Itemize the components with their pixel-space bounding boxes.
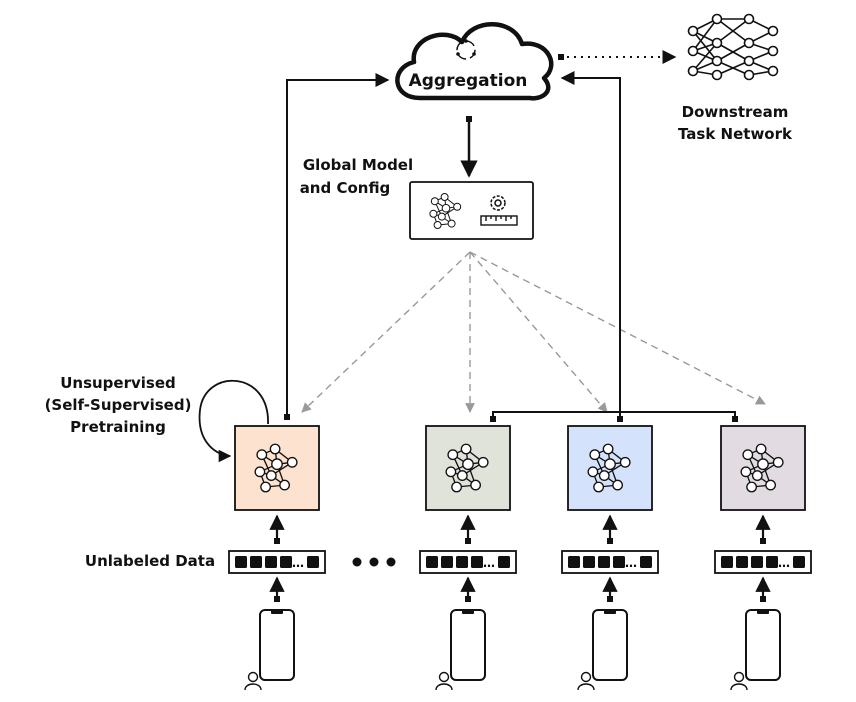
user-icon <box>435 671 453 691</box>
client-3: … <box>561 425 659 691</box>
unlabeled-data-strip: … <box>228 550 326 574</box>
model-distribution-arrows <box>301 251 766 413</box>
gear-icon <box>490 195 506 211</box>
client-1: … <box>228 425 326 691</box>
clients-group: … … … … <box>228 425 812 691</box>
arrow-tail-square <box>465 538 471 544</box>
arrow-tail-square <box>732 416 738 422</box>
refresh-cycle-icon <box>456 39 476 60</box>
arrow-tail-square <box>274 538 280 544</box>
cloud-icon <box>395 22 554 101</box>
global-model-box <box>409 181 534 240</box>
data-strip-ellipsis: … <box>625 556 637 570</box>
client-4: … <box>714 425 812 691</box>
phone-icon <box>259 608 295 681</box>
user-icon <box>730 671 748 691</box>
downstream-network-icon <box>687 13 779 81</box>
data-strip-ellipsis: … <box>292 556 304 570</box>
client-upload-arrow-right <box>560 71 621 422</box>
aggregation-label: Aggregation <box>409 71 528 91</box>
global-model-label-line2: and Config <box>300 179 391 197</box>
ruler-icon <box>480 215 518 226</box>
more-clients-ellipsis <box>352 557 396 567</box>
phone-icon <box>745 608 781 681</box>
aggregation-cloud: Aggregation <box>395 22 554 101</box>
arrow-tail-square <box>274 596 280 602</box>
phone-icon <box>450 608 486 681</box>
unlabeled-data-strip: … <box>561 550 659 574</box>
unlabeled-data-strip: … <box>714 550 812 574</box>
downstream-label-line1: Downstream <box>682 103 789 121</box>
arrow-tail-square <box>490 416 496 422</box>
arrow-tail-square <box>760 596 766 602</box>
unlabeled-data-label: Unlabeled Data <box>85 552 215 570</box>
global-model-label-line1: Global Model <box>303 156 413 174</box>
arrow-tail-square <box>607 596 613 602</box>
arrow-tail-square <box>558 54 564 60</box>
phone-icon <box>592 608 628 681</box>
distribution-arrow <box>301 251 471 413</box>
pretraining-label-line2: (Self-Supervised) <box>45 396 192 414</box>
client-upload-arrow-left <box>286 73 390 417</box>
arrow-tail-square <box>760 538 766 544</box>
data-strip-ellipsis: … <box>778 556 790 570</box>
downstream-label-line2: Task Network <box>678 125 793 143</box>
client-upload-bus <box>492 411 736 422</box>
data-strip-ellipsis: … <box>483 556 495 570</box>
pretraining-label-line3: Pretraining <box>70 418 166 436</box>
client-2: … <box>419 425 517 691</box>
pretraining-loop-arrow <box>198 379 269 463</box>
distribution-arrow <box>469 251 608 413</box>
arrow-tail-square <box>607 538 613 544</box>
distribution-arrow <box>469 251 766 405</box>
user-icon <box>244 671 262 691</box>
user-icon <box>577 671 595 691</box>
arrow-tail-square <box>466 116 472 122</box>
unlabeled-data-strip: … <box>419 550 517 574</box>
pretraining-label-line1: Unsupervised <box>60 374 176 392</box>
arrow-tail-square <box>465 596 471 602</box>
